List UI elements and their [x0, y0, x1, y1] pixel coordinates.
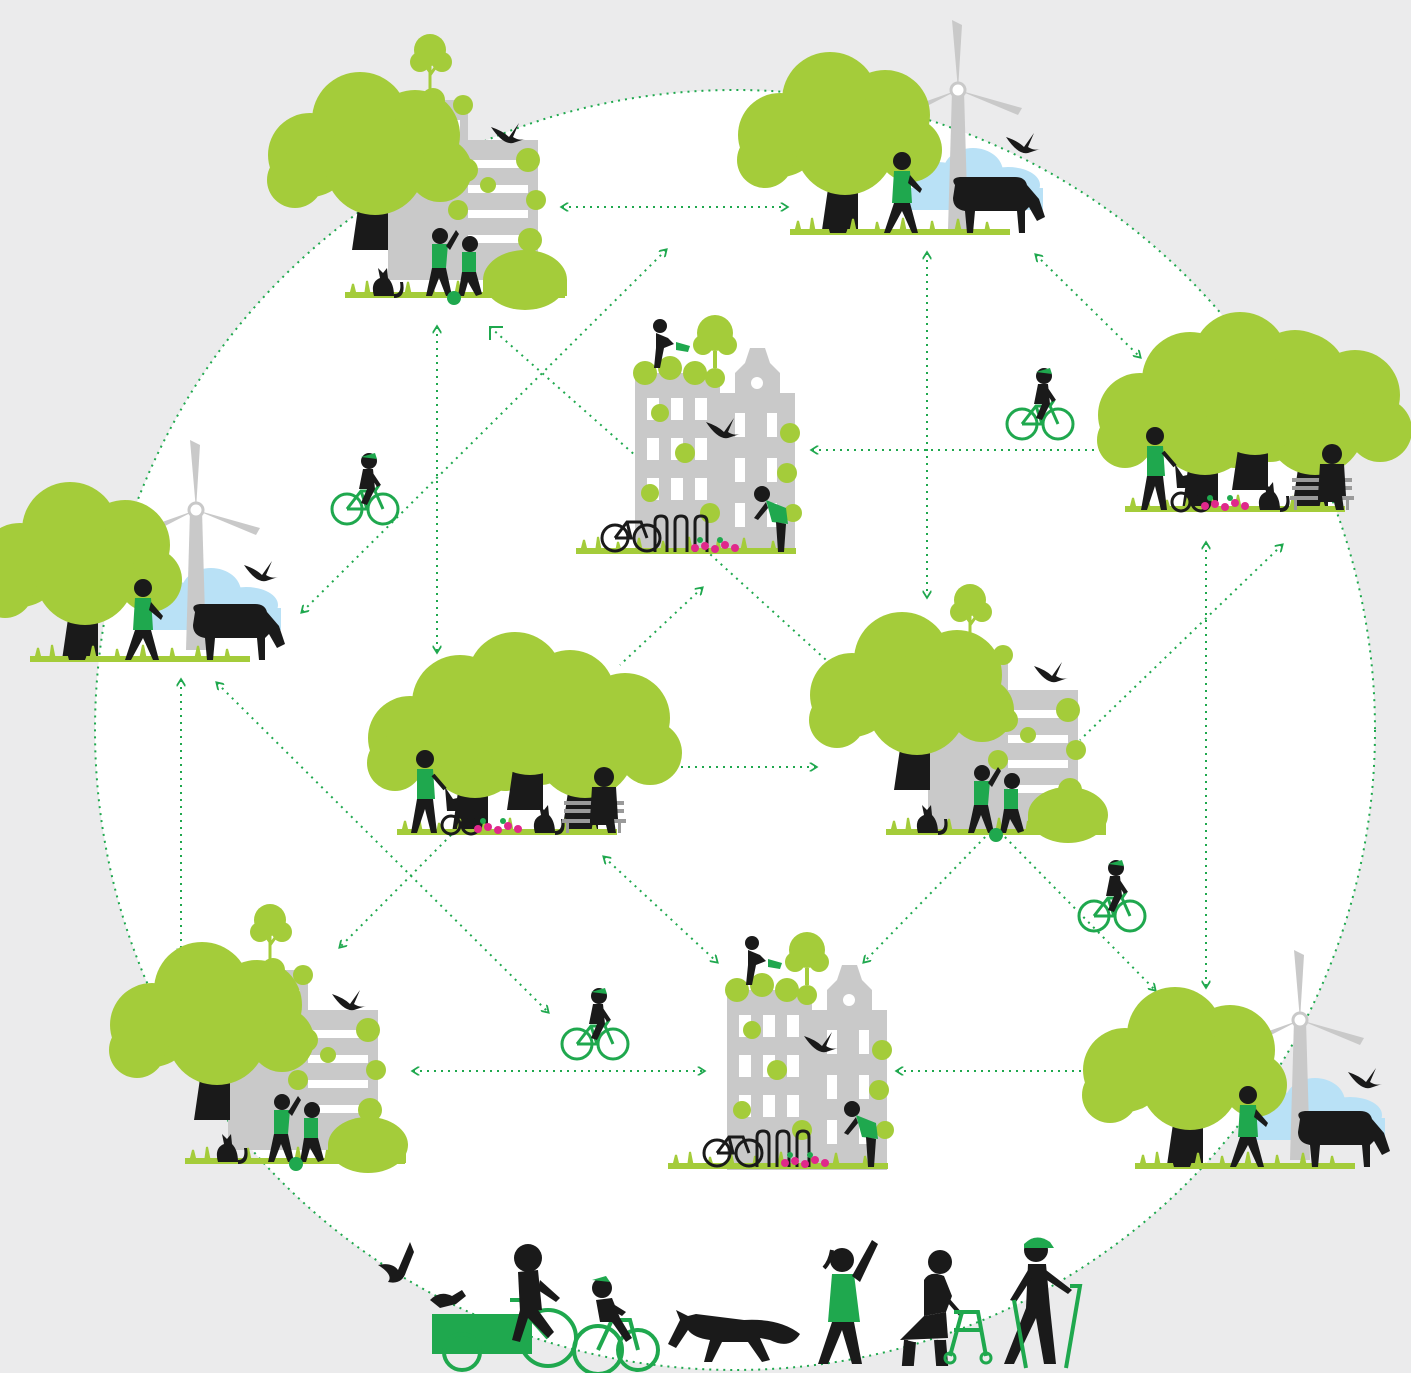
bottom-strip [378, 1237, 1083, 1373]
connector [217, 683, 548, 1012]
elderly-walker-icon [900, 1250, 993, 1366]
connector [1079, 545, 1282, 741]
apartment-park-node [809, 582, 1108, 843]
hiker-icon [1004, 1237, 1083, 1369]
network-circle [95, 90, 1375, 1370]
connector [619, 588, 702, 666]
connector [302, 250, 666, 612]
connector [489, 326, 503, 340]
waving-woman-icon [818, 1240, 878, 1364]
apartment-park-node [267, 32, 567, 310]
apartment-park-node [109, 902, 408, 1173]
fox-icon [668, 1310, 800, 1362]
bird-icon [378, 1242, 414, 1283]
network-circle-border [94, 89, 1376, 1371]
connector [999, 831, 1155, 990]
child-bike-icon [572, 1276, 660, 1373]
connector [604, 857, 717, 962]
connectors [181, 207, 1282, 1071]
